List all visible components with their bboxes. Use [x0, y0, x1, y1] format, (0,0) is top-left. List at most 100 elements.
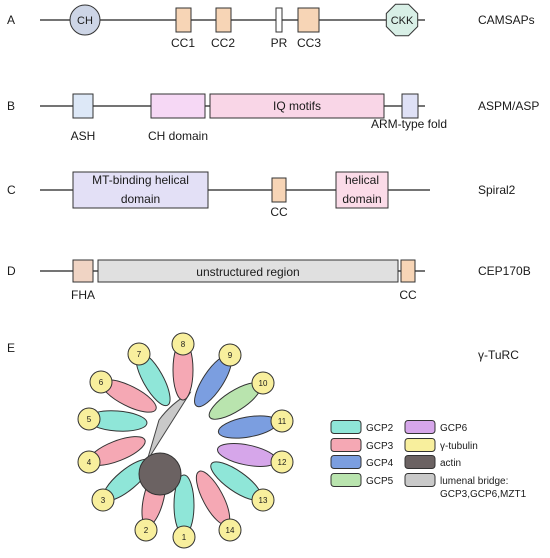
domain-cc-label: CC — [270, 205, 288, 219]
legend-label-line: lumenal bridge: — [440, 476, 508, 487]
legend-label: GCP6 — [440, 423, 468, 434]
spoke-8: 8 — [171, 332, 195, 401]
gamma-tubulin — [89, 370, 113, 394]
domain-iq-motifs-label: IQ motifs — [273, 99, 321, 113]
legend-swatch — [330, 473, 362, 487]
gamma-tubulin — [127, 342, 151, 366]
panel-letter: D — [7, 264, 16, 278]
spoke-number: 4 — [87, 458, 92, 467]
legend-item-gcp3: GCP3 — [330, 438, 394, 452]
legend-label: γ-tubulin — [440, 441, 478, 452]
domain-ckk-label: CKK — [391, 15, 414, 27]
legend-item-γ-tubulin: γ-tubulin — [404, 438, 478, 452]
spoke-1: 1 — [172, 474, 196, 549]
legend-item-gcp4: GCP4 — [330, 455, 394, 469]
spoke-10: 10 — [208, 371, 275, 420]
domain-pr-label: PR — [271, 36, 288, 50]
spoke-11: 11 — [217, 409, 294, 439]
legend-swatch — [404, 473, 436, 487]
legend-item-lumenal: lumenal bridge: GCP3,GCP6,MZT1 — [404, 473, 527, 500]
spoke-number: 2 — [144, 526, 149, 535]
legend-swatch — [330, 420, 362, 434]
spoke-number: 14 — [226, 526, 235, 535]
spoke-number: 10 — [259, 379, 268, 388]
spoke-number: 7 — [137, 350, 142, 359]
domain-ash — [72, 93, 94, 119]
domain-mt-binding — [72, 171, 209, 209]
spoke-number: 12 — [278, 458, 287, 467]
spoke-number: 3 — [101, 496, 106, 505]
domain-helical-domain — [335, 171, 389, 209]
domain-ash-label: ASH — [71, 129, 96, 143]
legend-label: GCP3 — [366, 441, 394, 452]
spoke-number: 11 — [278, 417, 287, 426]
gamma-tubulin — [218, 343, 242, 367]
gamma-tubulin — [77, 450, 101, 474]
domain-cc1-label: CC1 — [171, 36, 195, 50]
domain-cc3-label: CC3 — [297, 36, 321, 50]
protein-name: CEP170B — [478, 264, 531, 278]
spoke-number: 13 — [259, 496, 268, 505]
protein-name: ASPM/ASP — [478, 99, 539, 113]
legend-swatch — [330, 438, 362, 452]
domain-cc — [400, 259, 416, 283]
gamma-tubulin — [270, 450, 294, 474]
domain-cc — [271, 177, 287, 203]
panel-letter: B — [7, 99, 15, 113]
spoke-6: 6 — [89, 370, 157, 413]
domain-arm-type-fold-label: ARM-type fold — [371, 117, 447, 131]
spoke-9: 9 — [194, 343, 242, 408]
spoke-5: 5 — [77, 407, 148, 432]
spoke-7: 7 — [127, 342, 171, 407]
panel-letter: E — [7, 341, 15, 355]
domain-ch-domain — [150, 93, 206, 119]
domain-ch — [69, 4, 101, 36]
domain-pr — [275, 7, 283, 33]
legend-item-gcp2: GCP2 — [330, 420, 394, 434]
domain-unstructured-label: unstructured region — [196, 265, 299, 279]
spoke-12: 12 — [217, 443, 294, 474]
gamma-tubulin — [171, 332, 195, 356]
legend-label: actin — [440, 458, 461, 469]
spoke-14: 14 — [195, 470, 242, 542]
domain-cc1 — [175, 7, 192, 33]
gamma-tubulin — [270, 409, 294, 433]
legend-label: GCP2 — [366, 423, 394, 434]
legend-label-line: GCP3,GCP6,MZT1 — [440, 489, 527, 500]
domain-ch-domain-label: CH domain — [148, 129, 208, 143]
panel-letter: A — [7, 13, 15, 27]
gamma-tubulin — [218, 518, 242, 542]
legend-item-actin: actin — [404, 455, 461, 469]
spoke-number: 1 — [182, 533, 187, 542]
domain-cc-label: CC — [399, 288, 417, 302]
gamma-tubulin — [251, 371, 275, 395]
domain-ch-label: CH — [77, 15, 93, 27]
legend-item-gcp5: GCP5 — [330, 473, 394, 487]
legend-item-gcp6: GCP6 — [404, 420, 468, 434]
gamma-tubulin — [134, 518, 158, 542]
domain-helical-domain-label-line: domain — [342, 192, 381, 206]
legend-swatch — [404, 438, 436, 452]
gamma-tubulin — [91, 488, 115, 512]
domain-arm-type-fold — [401, 93, 419, 119]
spoke-13: 13 — [210, 461, 275, 512]
spoke-number: 8 — [181, 340, 186, 349]
panel-letter: C — [7, 183, 16, 197]
legend-swatch — [330, 455, 362, 469]
domain-helical-domain-label-line: helical — [345, 173, 379, 187]
domain-fha — [72, 259, 94, 283]
spoke-4: 4 — [77, 436, 146, 474]
spoke-number: 6 — [99, 378, 104, 387]
domain-iq-motifs — [209, 93, 385, 119]
domain-unstructured — [97, 259, 399, 283]
actin — [138, 452, 182, 496]
spoke-number: 9 — [228, 351, 233, 360]
domain-cc2 — [215, 7, 232, 33]
protein-name: Spiral2 — [478, 183, 516, 197]
